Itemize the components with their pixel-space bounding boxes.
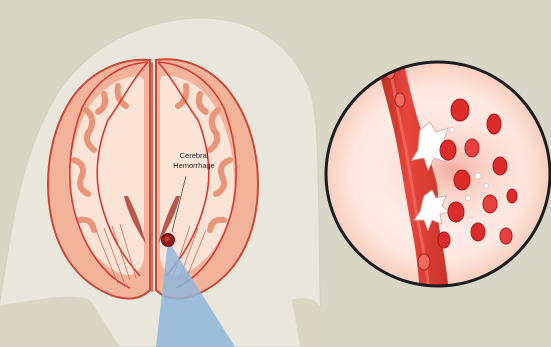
rbc-10 <box>500 228 512 244</box>
rbc-8 <box>448 202 464 222</box>
callout-line-1: Cerebral <box>164 151 224 161</box>
rbc-in-vessel-2 <box>395 93 405 107</box>
rbc-4 <box>465 139 479 157</box>
callout-line-2: Hemorrhage <box>164 161 224 171</box>
magnified-view <box>326 40 550 330</box>
rbc-6 <box>454 170 470 190</box>
rbc-5 <box>493 157 507 175</box>
rbc-11 <box>438 232 450 248</box>
hemorrhage-callout-label: Cerebral Hemorrhage <box>164 151 224 171</box>
rbc-3 <box>440 140 456 160</box>
rbc-in-vessel-3 <box>418 254 430 270</box>
rbc-1 <box>451 99 469 121</box>
hemorrhage-core <box>165 237 170 242</box>
rbc-in-vessel-4 <box>425 293 435 307</box>
rbc-7 <box>483 195 497 213</box>
rbc-9 <box>471 223 485 241</box>
rbc-2 <box>487 114 501 134</box>
rbc-12 <box>507 189 517 203</box>
